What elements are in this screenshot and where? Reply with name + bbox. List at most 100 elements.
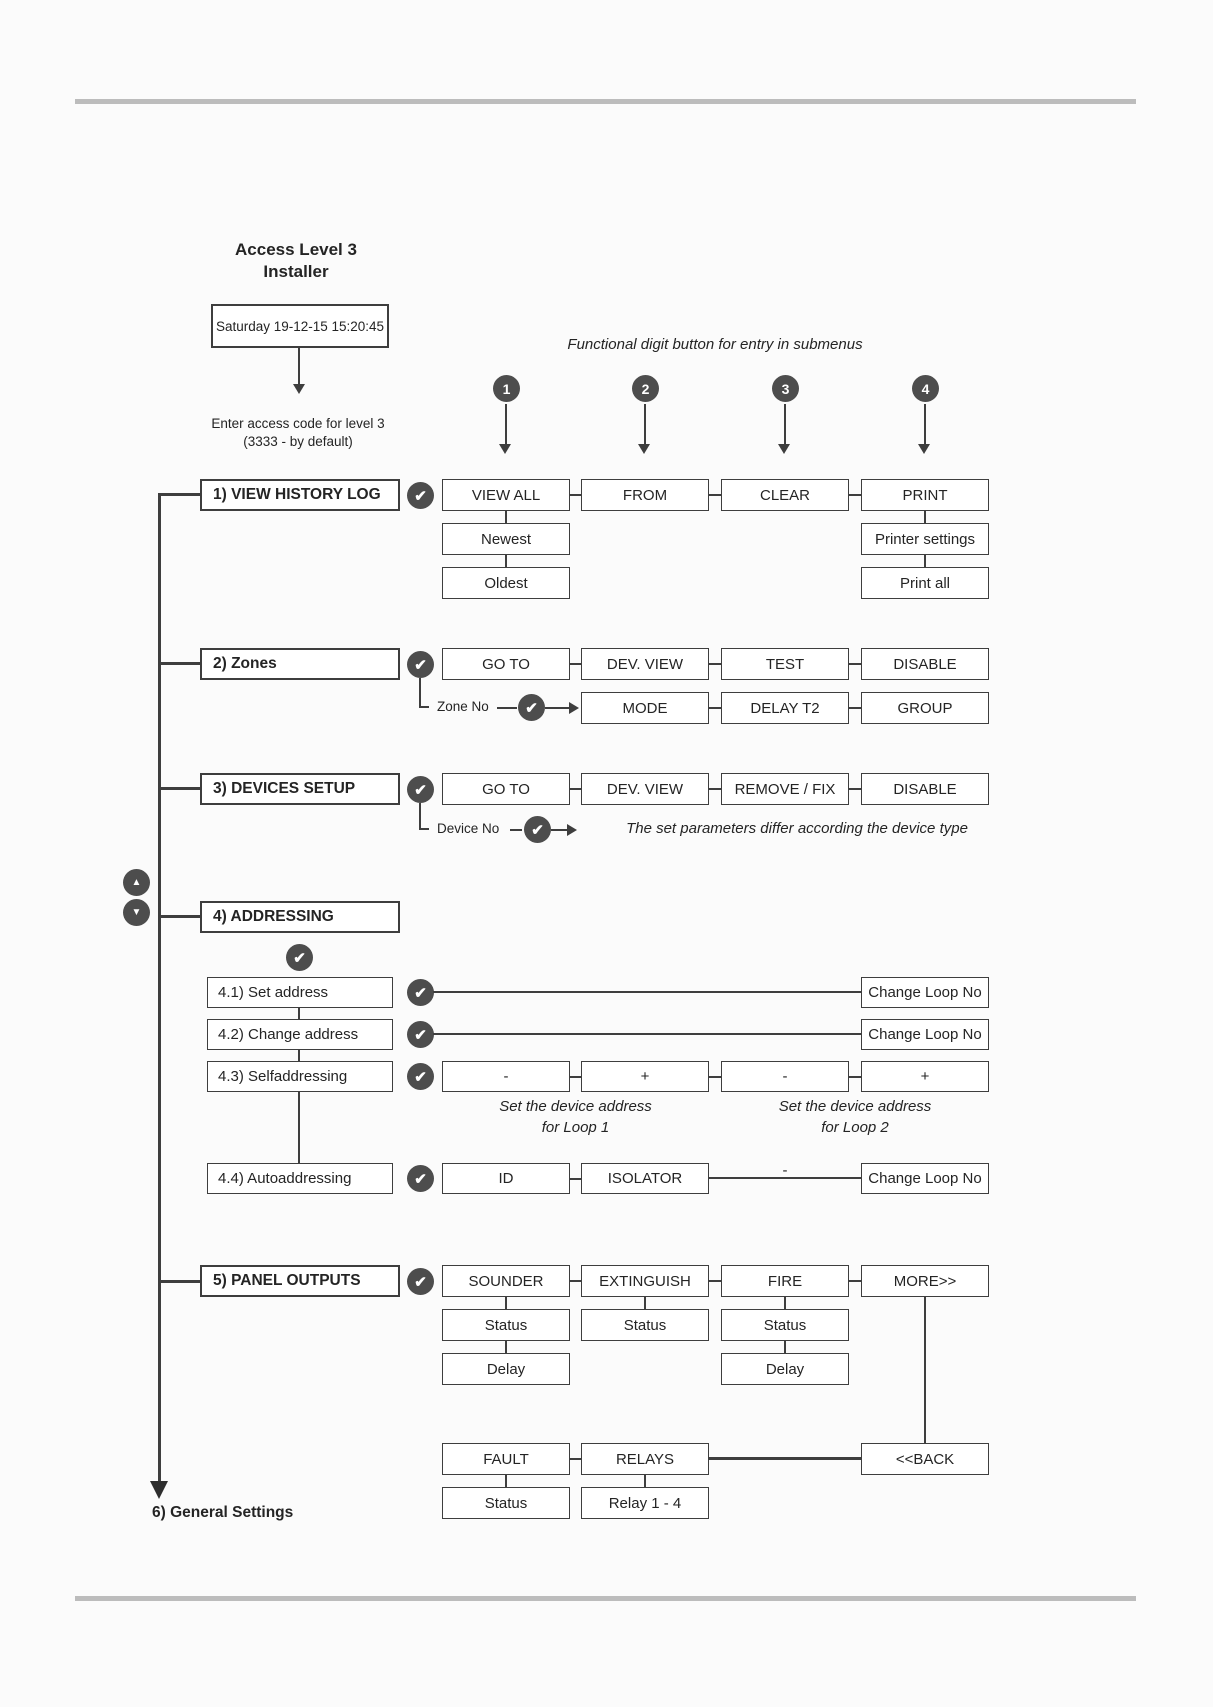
- line: [570, 788, 581, 790]
- loop2-caption-line1: Set the device address: [778, 1098, 932, 1115]
- line: [570, 1076, 581, 1078]
- submenu-relay-1-4: Relay 1 - 4: [581, 1487, 709, 1519]
- right-arrowhead: [567, 824, 577, 836]
- line: [510, 829, 522, 831]
- enter-check-icon: ✔: [407, 1021, 434, 1048]
- access-hint-line2: (3333 - by default): [243, 434, 353, 449]
- enter-check-icon: ✔: [518, 694, 545, 721]
- line: [570, 663, 581, 665]
- datetime-display: Saturday 19-12-15 15:20:45: [211, 304, 389, 348]
- submenu-oldest: Oldest: [442, 567, 570, 599]
- submenu-disable: DISABLE: [861, 648, 989, 680]
- submenu-test: TEST: [721, 648, 849, 680]
- enter-check-icon: ✔: [407, 776, 434, 803]
- submenu-fault-status: Status: [442, 1487, 570, 1519]
- device-no-prompt: Device No: [437, 821, 500, 836]
- line: [709, 1076, 721, 1078]
- scroll-down-icon: ▼: [123, 899, 150, 926]
- line: [924, 404, 926, 444]
- enter-check-icon: ✔: [286, 944, 313, 971]
- menu-zones: 2) Zones: [200, 648, 400, 680]
- line: [419, 828, 429, 830]
- line: [551, 829, 567, 831]
- top-divider: [75, 99, 1136, 104]
- submenu-isolator: ISOLATOR: [581, 1163, 709, 1194]
- line: [709, 707, 721, 709]
- down-arrowhead: [150, 1481, 168, 1499]
- submenu-plus-loop1: +: [581, 1061, 709, 1092]
- line: [784, 404, 786, 444]
- line: [924, 555, 926, 567]
- submenu-group: GROUP: [861, 692, 989, 724]
- line: [160, 915, 200, 918]
- page-title-line2: Installer: [263, 262, 329, 281]
- loop1-caption-line1: Set the device address: [499, 1098, 652, 1115]
- line: [784, 1341, 786, 1353]
- bottom-divider: [75, 1596, 1136, 1601]
- menu-set-address: 4.1) Set address: [207, 977, 393, 1008]
- submenu-delay-t2: DELAY T2: [721, 692, 849, 724]
- submenu-mode: MODE: [581, 692, 709, 724]
- enter-check-icon: ✔: [407, 1063, 434, 1090]
- line: [298, 348, 300, 384]
- line: [505, 1341, 507, 1353]
- digit-caption: Functional digit button for entry in sub…: [567, 336, 863, 353]
- line: [570, 1280, 581, 1282]
- submenu-change-loop-no: Change Loop No: [861, 977, 989, 1008]
- submenu-fire-status: Status: [721, 1309, 849, 1341]
- line: [505, 404, 507, 444]
- submenu-fault: FAULT: [442, 1443, 570, 1475]
- submenu-sounder: SOUNDER: [442, 1265, 570, 1297]
- line: [849, 1280, 861, 1282]
- dash-mark: -: [782, 1162, 788, 1179]
- line: [709, 494, 721, 496]
- menu-autoaddressing: 4.4) Autoaddressing: [207, 1163, 393, 1194]
- submenu-sounder-status: Status: [442, 1309, 570, 1341]
- enter-check-icon: ✔: [524, 816, 551, 843]
- line: [849, 663, 861, 665]
- loop1-caption-line2: for Loop 1: [541, 1119, 610, 1136]
- line: [709, 663, 721, 665]
- submenu-minus-loop2: -: [721, 1061, 849, 1092]
- down-arrowhead: [638, 444, 650, 454]
- line: [570, 1178, 581, 1180]
- enter-check-icon: ✔: [407, 1165, 434, 1192]
- line: [419, 803, 421, 829]
- down-arrowhead: [499, 444, 511, 454]
- line: [160, 493, 200, 496]
- enter-check-icon: ✔: [407, 979, 434, 1006]
- submenu-clear: CLEAR: [721, 479, 849, 511]
- line: [849, 494, 861, 496]
- line: [709, 788, 721, 790]
- enter-check-icon: ✔: [407, 482, 434, 509]
- line: [160, 1280, 200, 1283]
- line: [298, 1092, 300, 1163]
- submenu-plus-loop2: +: [861, 1061, 989, 1092]
- line: [570, 1458, 581, 1460]
- submenu-change-loop-no: Change Loop No: [861, 1019, 989, 1050]
- submenu-extinguish: EXTINGUISH: [581, 1265, 709, 1297]
- submenu-dev-view: DEV. VIEW: [581, 648, 709, 680]
- line: [849, 707, 861, 709]
- line: [644, 404, 646, 444]
- line: [298, 1050, 300, 1061]
- line: [709, 1457, 861, 1460]
- digit-button-2-icon: 2: [632, 375, 659, 402]
- submenu-fire-delay: Delay: [721, 1353, 849, 1385]
- down-arrowhead: [778, 444, 790, 454]
- submenu-minus-loop1: -: [442, 1061, 570, 1092]
- menu-addressing: 4) ADDRESSING: [200, 901, 400, 933]
- submenu-sounder-delay: Delay: [442, 1353, 570, 1385]
- menu-selfaddressing: 4.3) Selfaddressing: [207, 1061, 393, 1092]
- submenu-print-all: Print all: [861, 567, 989, 599]
- submenu-printer-settings: Printer settings: [861, 523, 989, 555]
- enter-check-icon: ✔: [407, 1268, 434, 1295]
- line: [924, 511, 926, 523]
- line: [419, 706, 429, 708]
- line: [433, 991, 861, 993]
- down-arrowhead: [918, 444, 930, 454]
- line: [505, 511, 507, 523]
- line: [644, 1475, 646, 1487]
- zone-no-prompt: Zone No: [437, 699, 489, 714]
